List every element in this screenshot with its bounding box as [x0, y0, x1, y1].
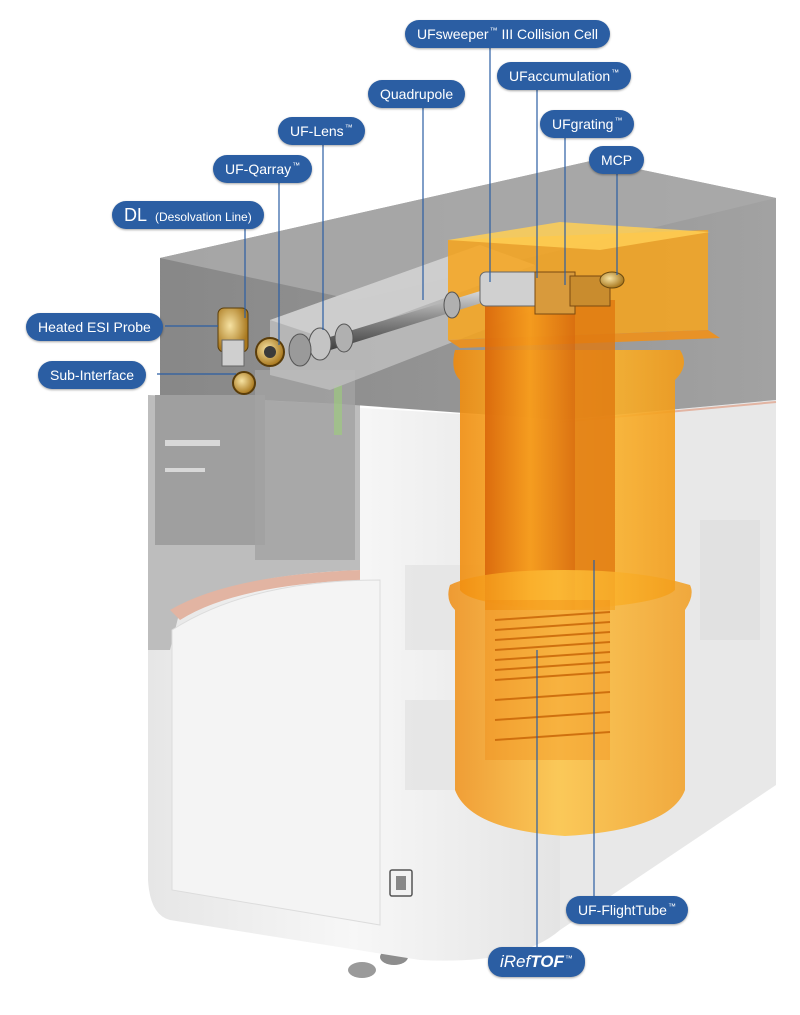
label-ufaccumulation: UFaccumulation™ [497, 62, 632, 90]
label-heated-esi-probe: Heated ESI Probe [26, 313, 163, 341]
label-ufsweeper: UFsweeper™ III Collision Cell [405, 20, 610, 48]
label-uf-lens: UF-Lens™ [278, 117, 365, 145]
label-dl: DL(Desolvation Line) [112, 201, 264, 229]
label-ireftof: iRefTOF™ [488, 947, 585, 977]
label-uf-flighttube: UF-FlightTube™ [566, 896, 688, 924]
tof-analyzer [448, 222, 720, 836]
label-mcp: MCP [589, 146, 645, 174]
reflectron-plates [494, 611, 611, 741]
label-ufgrating: UFgrating™ [540, 110, 635, 138]
accent-stripe [170, 570, 360, 620]
label-uf-qarray: UF-Qarray™ [213, 155, 313, 183]
ion-path-assembly [217, 271, 625, 395]
label-quadrupole: Quadrupole [368, 80, 466, 108]
leader-lines [157, 46, 618, 948]
label-sub-interface: Sub-Interface [38, 361, 147, 389]
